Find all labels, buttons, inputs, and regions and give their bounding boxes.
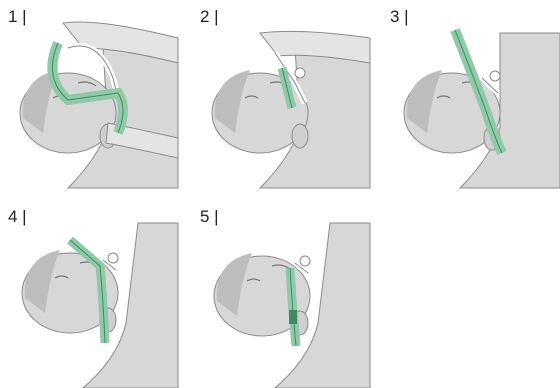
step-4-illustration xyxy=(8,208,178,388)
step-5-panel: 5 | xyxy=(200,208,370,388)
step-5-illustration xyxy=(200,208,370,388)
step-1-illustration xyxy=(8,8,178,188)
step-1-panel: 1 | xyxy=(8,8,178,188)
ear xyxy=(292,124,308,148)
tube-connector xyxy=(300,256,310,266)
tube-connector xyxy=(295,68,305,78)
tape-fastener xyxy=(289,310,297,324)
step-3-illustration xyxy=(390,8,560,188)
step-2-illustration xyxy=(200,8,370,188)
tube-connector xyxy=(108,253,118,263)
step-2-panel: 2 | xyxy=(200,8,370,188)
step-4-panel: 4 | xyxy=(8,208,178,388)
step-3-panel: 3 | xyxy=(390,8,560,188)
tube-connector xyxy=(490,71,500,81)
